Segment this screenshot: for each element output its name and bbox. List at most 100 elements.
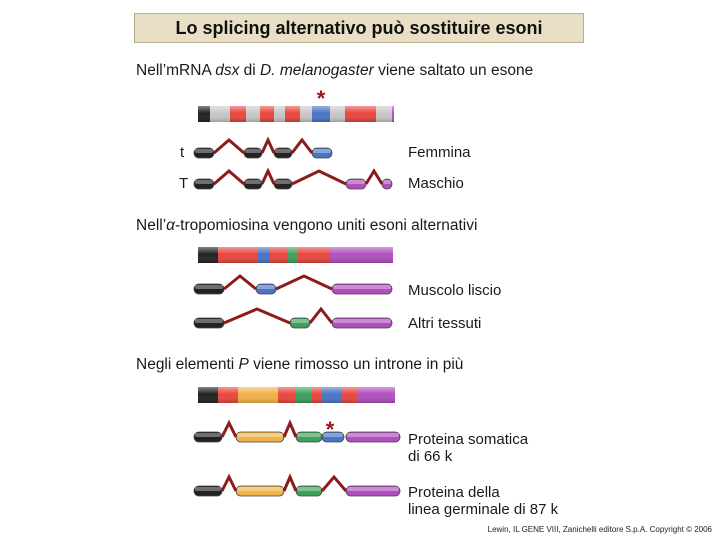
femmina-exon-highlight	[275, 149, 291, 153]
maschio-splice	[213, 169, 245, 186]
label-altri-tessuti: Altri tessuti	[408, 315, 482, 332]
somatica-exon-highlight	[195, 433, 221, 437]
maschio-exon-highlight	[195, 180, 213, 184]
label-line: Proteina della	[408, 484, 500, 501]
intron-retained-star-icon: *	[326, 417, 335, 442]
germinale-exon-highlight	[347, 487, 399, 491]
germinale-exon-highlight	[195, 487, 221, 491]
heading-text: Nell’	[136, 217, 167, 234]
somatica-exon-highlight	[237, 433, 283, 437]
dsx-premrna-shading	[246, 106, 260, 122]
somatica-splice	[220, 419, 238, 438]
somatica-splice	[282, 419, 298, 438]
germinale-splice	[220, 473, 238, 492]
tropomiosina-premrna-shading	[218, 247, 258, 263]
dsx-premrna-shading	[198, 106, 210, 122]
p-element-premrna-shading	[218, 387, 238, 403]
element-name: P	[238, 356, 249, 373]
gene-name: dsx	[215, 62, 240, 79]
dsx-premrna-shading	[300, 106, 312, 122]
p-element-premrna-shading	[322, 387, 342, 403]
p-element-premrna-shading	[278, 387, 295, 403]
label-femmina: Femmina	[408, 144, 471, 161]
p-element-premrna-shading	[312, 387, 322, 403]
muscolo-exon-highlight	[257, 285, 275, 289]
muscolo-exon-highlight	[333, 285, 391, 289]
label-line: di 66 k	[408, 448, 453, 465]
heading-text: Nell’mRNA	[136, 62, 216, 79]
maschio-splice	[364, 168, 384, 185]
dsx-premrna-shading	[360, 106, 376, 122]
tropomiosina-premrna-shading	[258, 247, 270, 263]
label-line: Proteina somatica	[408, 431, 529, 448]
altri-splice	[308, 306, 334, 324]
germinale-exon-highlight	[297, 487, 321, 491]
dsx-premrna-shading	[260, 106, 274, 122]
exon-skip-star-icon: *	[317, 86, 326, 111]
somatica-exon-highlight	[297, 433, 321, 437]
heading-text: Negli elementi	[136, 356, 239, 373]
dsx-premrna-shading	[376, 106, 392, 122]
dsx-premrna-shading	[230, 106, 246, 122]
p-element-premrna-shading	[357, 387, 395, 403]
muscolo-exon-highlight	[195, 285, 223, 289]
copyright-footer: Lewin, IL GENE VIII, Zanichelli editore …	[487, 525, 712, 534]
tropomiosina-premrna-shading	[288, 247, 298, 263]
altri-exon-highlight	[333, 319, 391, 323]
germinale-splice	[282, 473, 298, 492]
maschio-splice	[260, 167, 276, 185]
heading-text: viene rimosso un introne in più	[248, 356, 464, 373]
dsx-premrna-shading	[285, 106, 300, 122]
maschio-exon-highlight	[245, 180, 261, 184]
p-element-premrna-shading	[295, 387, 312, 403]
somatica-exon	[321, 431, 345, 443]
section2-heading: Nell’α-tropomiosina vengono uniti esoni …	[136, 217, 477, 235]
dsx-premrna-shading	[274, 106, 285, 122]
heading-text: -tropomiosina vengono uniti esoni altern…	[175, 217, 478, 234]
femmina-splice	[290, 137, 314, 154]
germinale-exon-highlight	[237, 487, 283, 491]
label-maschio: Maschio	[408, 175, 464, 192]
female-mark: t	[180, 144, 185, 161]
tropomiosina-premrna-shading	[198, 247, 218, 263]
germinale-splice	[320, 474, 348, 492]
p-element-premrna-shading	[342, 387, 357, 403]
dsx-premrna-shading	[210, 106, 230, 122]
tropomiosina-premrna-shading	[298, 247, 310, 263]
altri-splice	[223, 307, 291, 325]
label-line: linea germinale di 87 k	[408, 501, 559, 518]
maschio-exon-highlight	[275, 180, 291, 184]
species-name: D. melanogaster	[260, 62, 374, 79]
alpha-symbol: α	[166, 217, 175, 234]
tropomiosina-premrna-shading	[330, 247, 393, 263]
p-element-premrna-shading	[198, 387, 218, 403]
tropomiosina-premrna-shading	[310, 247, 330, 263]
heading-text: viene saltato un esone	[373, 62, 534, 79]
muscolo-splice	[223, 274, 257, 291]
femmina-exon-highlight	[245, 149, 261, 153]
dsx-premrna-shading	[330, 106, 345, 122]
maschio-exon-highlight	[383, 180, 391, 184]
altri-exon-highlight	[195, 319, 223, 323]
maschio-exon-highlight	[347, 180, 365, 184]
femmina-exon-highlight	[195, 149, 213, 153]
maschio-splice	[291, 169, 347, 186]
somatica-exon-highlight	[347, 433, 399, 437]
heading-text: di	[239, 62, 261, 79]
section3-heading: Negli elementi P viene rimosso un intron…	[136, 356, 463, 374]
dsx-premrna-shading	[345, 106, 360, 122]
dsx-premrna-shading	[312, 106, 330, 122]
label-muscolo-liscio: Muscolo liscio	[408, 282, 502, 299]
femmina-splice	[213, 138, 245, 155]
somatica-exon-highlight	[323, 433, 343, 437]
muscolo-splice	[275, 274, 333, 291]
figure-title: Lo splicing alternativo può sostituire e…	[134, 13, 584, 43]
femmina-splice	[260, 136, 276, 154]
altri-exon-highlight	[291, 319, 309, 323]
tropomiosina-premrna-shading	[270, 247, 288, 263]
male-mark: T	[179, 175, 189, 192]
section1-heading: Nell’mRNA dsx di D. melanogaster viene s…	[136, 62, 533, 80]
